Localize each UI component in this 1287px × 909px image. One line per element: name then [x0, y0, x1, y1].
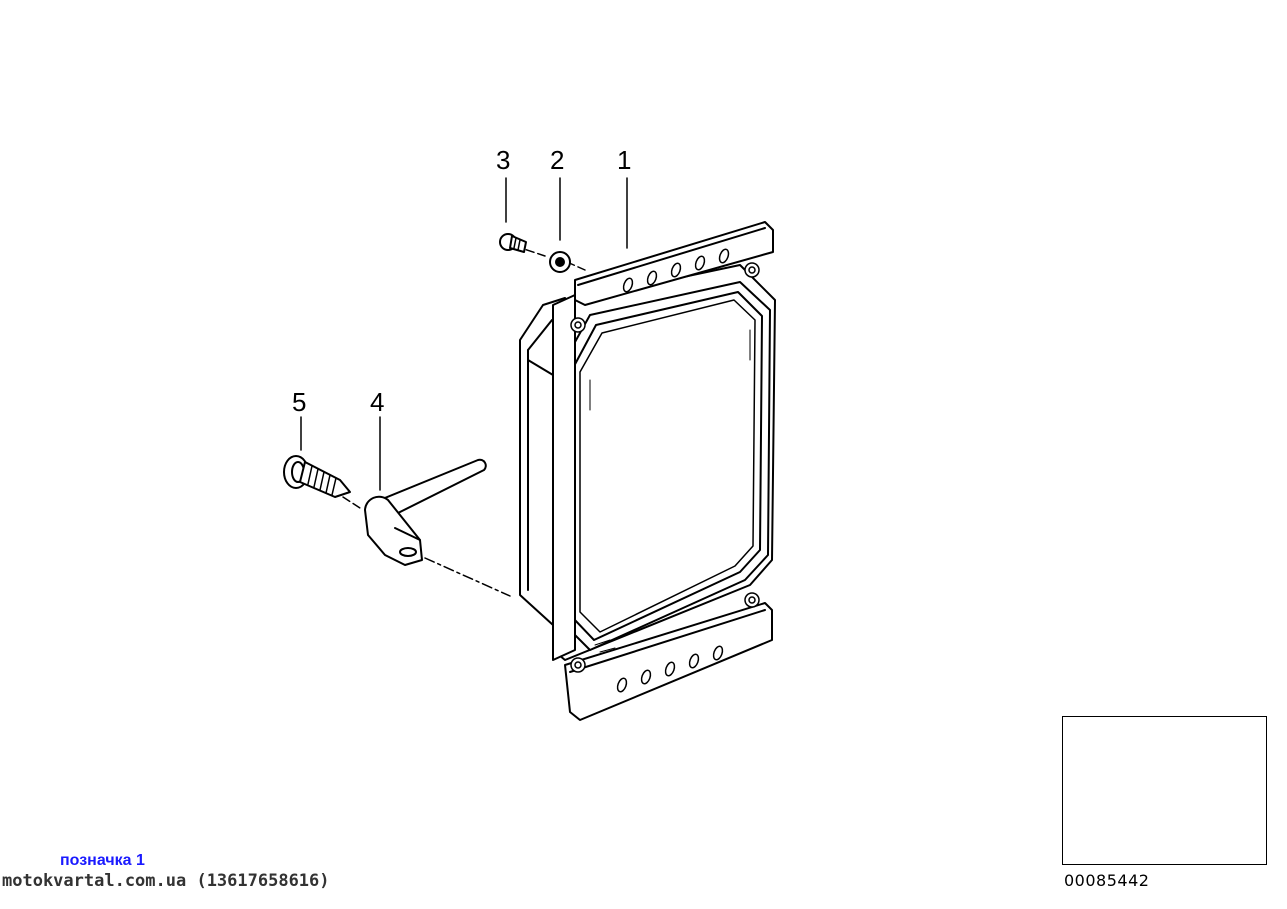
thumbnail-frame [1062, 716, 1267, 865]
callout-4: 4 [370, 387, 385, 417]
callout-1: 1 [617, 145, 632, 175]
site-watermark: motokvartal.com.ua (13617658616) [2, 871, 330, 891]
tapping-screw [283, 455, 351, 498]
control-unit [519, 221, 776, 721]
callout-2: 2 [550, 145, 565, 175]
small-screw [499, 233, 527, 253]
callout-3: 3 [496, 145, 511, 175]
cable-clip [364, 458, 487, 566]
mark-label: позначка 1 [60, 852, 145, 869]
washer [549, 251, 571, 273]
image-number: 00085442 [1064, 871, 1150, 890]
callout-5: 5 [292, 387, 307, 417]
